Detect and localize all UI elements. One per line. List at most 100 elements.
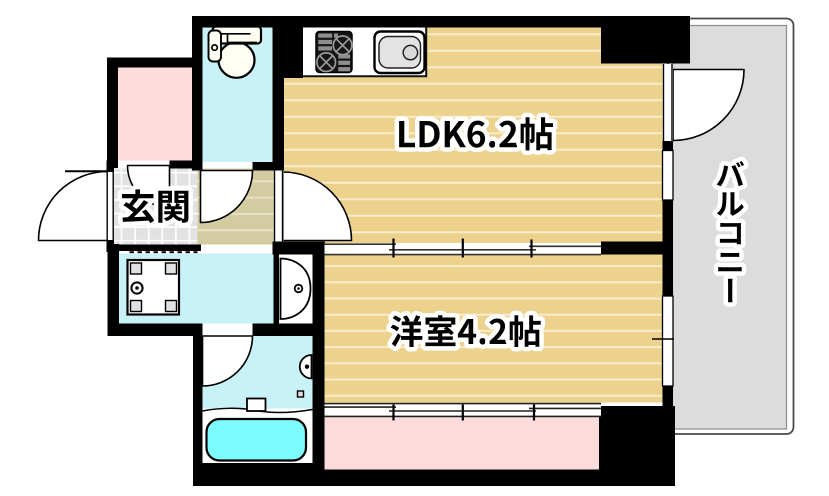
wall-washroom-top [111,244,201,251]
sliding-door-closet [324,402,601,421]
balcony-doorway [662,64,673,141]
washroom-basin [279,257,312,320]
glyph-K [440,116,471,152]
walls [106,16,690,486]
sink-drain [402,44,419,61]
glyph-バ [712,156,749,191]
wall-balcony-nub [662,141,673,151]
glyph-2 [494,116,522,152]
washer-pan-corner [129,262,143,275]
bath-sink-drain [304,364,310,369]
glyph-関 [153,186,193,228]
hall-ldk-doorway [273,170,284,242]
toilet-door-swing [199,169,254,224]
stove-burner [332,35,353,56]
hall-ldk-door-swing [282,171,353,242]
track-ticks [392,238,533,258]
stove-grate-bar [318,39,333,45]
wall-balcony-low [662,386,673,406]
stove-burner-cross [318,54,334,70]
washer-pan-corner [164,262,178,275]
entrance-doorway [106,172,114,240]
glyph-. [484,136,500,153]
stove-grate-bar [334,33,338,38]
glyph-D [415,116,445,152]
stove-burner-cross [335,38,350,53]
washer-drain-outer [130,281,144,295]
stove-grate-bar [338,54,351,59]
wall-balcony-mid [662,200,673,296]
gas-stove [315,30,353,74]
glyph-ル [712,187,749,221]
wall-bath-top-right [252,323,325,336]
wall-bottom-bath [193,463,325,486]
wall-kitchen-block [272,16,303,78]
balcony-doorway-frames [662,64,673,141]
wall-closet-left [107,57,118,168]
wall-closet-bottom [169,160,192,169]
wall-basin-partition [273,251,279,324]
stove-grate-bar [318,33,333,38]
sliding-door-ldk-yoshitsu [324,238,601,258]
wall-toilet-left [192,16,203,171]
glyph-帖 [516,112,558,155]
wall-toilet-bottom-r [252,162,284,171]
glyph-コ [715,218,746,249]
stove-grates [318,33,351,72]
wall-top-right-block [601,16,690,64]
tub-faucet-ledge [246,397,267,412]
kitchen-counter-edge [303,27,428,78]
wall-toilet-right [272,78,284,171]
wall-junction-left [272,241,325,255]
kitchen-sink [373,30,426,75]
bottom-closet-floor [324,416,599,470]
label-yoshitsu [386,310,546,352]
label-ldk [394,112,558,155]
glyph-室 [420,310,460,351]
doorways [106,64,674,387]
yoshitsu-window [661,295,674,387]
glyph-ー [723,274,737,307]
wall-yoshitsu-left [312,241,325,470]
toilet-control-button [211,44,219,52]
stove-grate-bar [318,46,333,51]
basin-faucet-dot [297,287,300,290]
bath-sink-square [296,390,305,398]
washer-drain-inner [135,286,139,290]
glyph-玄 [117,184,159,228]
washer-pan-corner [129,299,143,313]
wall-bottom [324,469,675,486]
bathtub [205,417,308,462]
wall-top [192,16,690,28]
wall-entry-top [106,160,114,172]
stove-grate-bar [338,67,351,72]
wall-closet-top [107,57,203,68]
toilet-bowl [217,41,256,79]
hall-ldk-doorway-frames [273,170,284,242]
stove-burner [316,52,337,73]
bathroom-fixtures [202,354,313,462]
closet-floor [118,67,192,161]
glyph-6 [463,116,490,153]
ldk-window [661,149,674,201]
wall-divider-right [601,241,673,255]
label-balcony [712,156,749,307]
closet-track-ticks [392,404,536,421]
balcony-door-swing [672,68,745,142]
wall-washroom-left [107,244,119,336]
stove-grate-bar [338,60,351,65]
glyph-ニ [713,248,747,276]
label-genkan [117,184,193,228]
washer-pan-corner [164,299,178,313]
washing-machine-pan [126,258,181,316]
wall-bath-left [193,324,203,486]
entrance-doorway-frames [106,172,114,240]
toilet-fixture [207,25,263,79]
glyph-2 [484,314,511,349]
wall-bottom-right-block [599,406,675,486]
bathroom-door-swing [201,335,254,387]
wall-toilet-bottom-l [192,162,201,171]
glyph-4 [453,314,481,349]
